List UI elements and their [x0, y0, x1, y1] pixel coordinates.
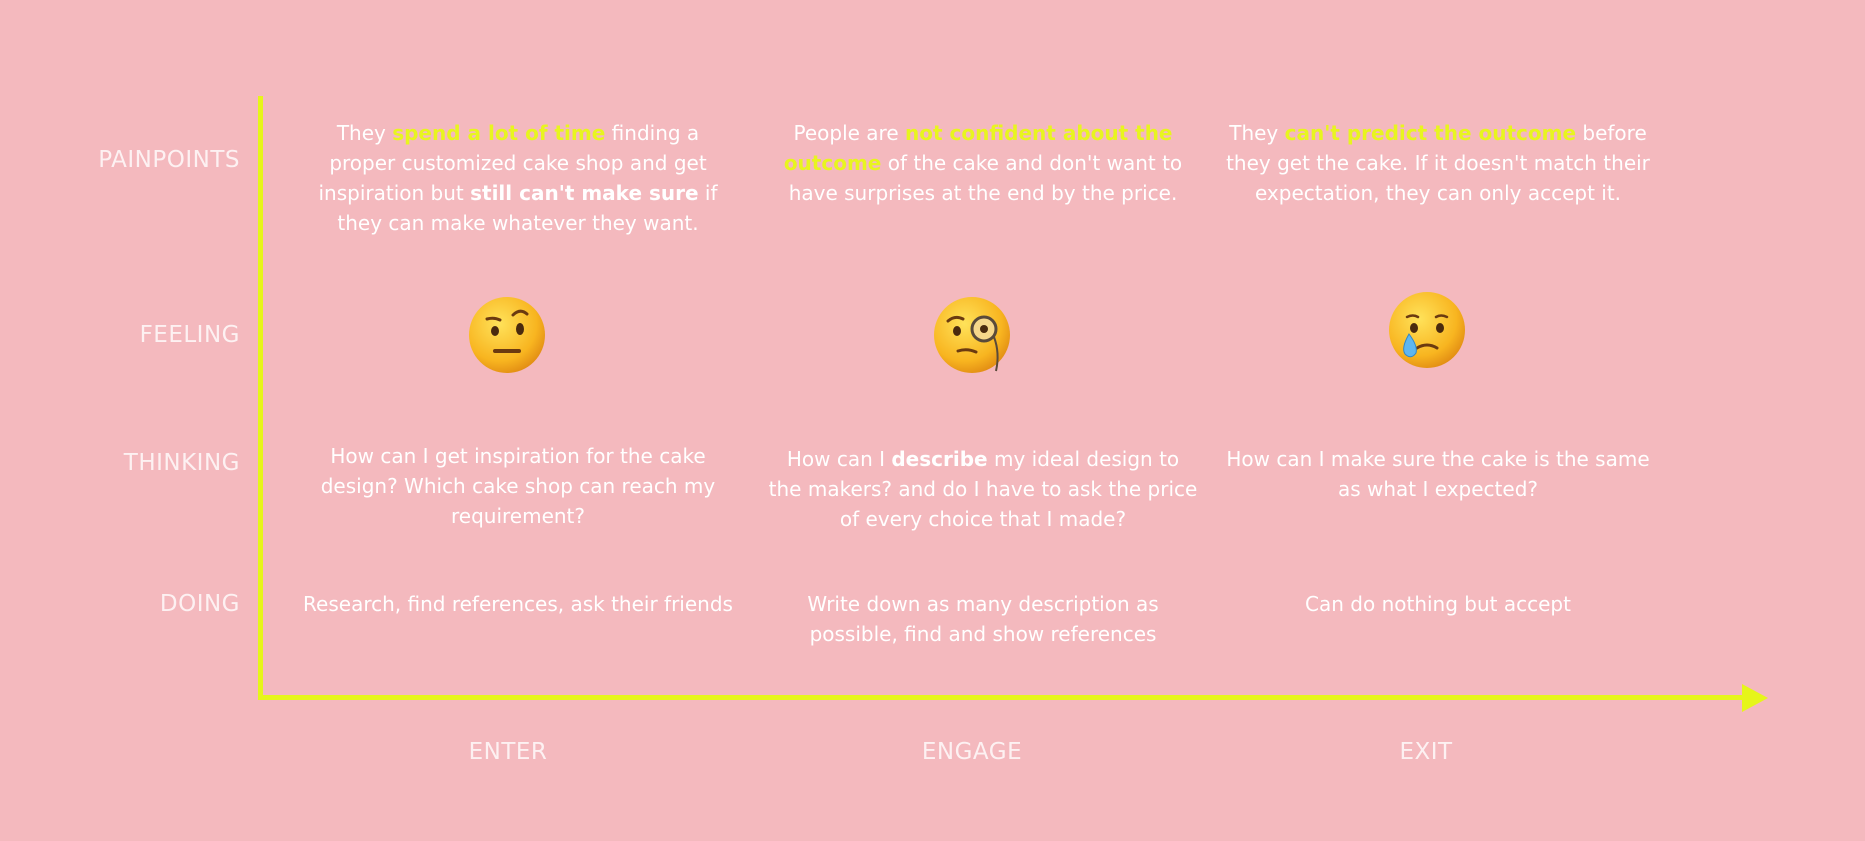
feeling-enter	[467, 295, 547, 375]
thinking-exit: How can I make sure the cake is the same…	[1223, 444, 1653, 504]
thinking-exit-text: How can I make sure the cake is the same…	[1226, 447, 1650, 501]
feeling-exit	[1387, 290, 1467, 370]
monocle-face-icon	[934, 297, 1010, 373]
painpoint-exit: They can't predict the outcome before th…	[1223, 118, 1653, 208]
painpoint-enter-text-3: if they can make whatever they want.	[337, 181, 718, 235]
doing-enter-text: Research, find references, ask their fri…	[303, 592, 733, 616]
painpoint-exit-highlight: can't predict the outcome	[1284, 121, 1577, 145]
doing-enter: Research, find references, ask their fri…	[303, 589, 733, 619]
stage-label-exit: EXIT	[1399, 739, 1453, 765]
vertical-axis	[258, 96, 263, 700]
painpoint-enter-bold: still can't make sure	[470, 181, 699, 205]
feeling-engage	[932, 295, 1012, 375]
doing-engage-text: Write down as many description as possib…	[807, 592, 1159, 646]
row-label-thinking: THINKING	[123, 450, 240, 476]
thinking-engage: How can I describe my ideal design to th…	[768, 444, 1198, 534]
row-label-painpoints: PAINPOINTS	[98, 147, 240, 173]
painpoint-enter-text-2: finding a proper customized cake shop an…	[318, 121, 707, 205]
thinking-enter-text: How can I get inspiration for the cake d…	[320, 444, 716, 528]
doing-exit: Can do nothing but accept	[1223, 589, 1653, 619]
row-label-doing: DOING	[159, 591, 240, 617]
arrow-head-icon	[1742, 684, 1768, 712]
stage-label-engage: ENGAGE	[921, 739, 1023, 765]
thinking-engage-text-1: How can I	[786, 447, 892, 471]
doing-exit-text: Can do nothing but accept	[1305, 592, 1571, 616]
stage-label-enter: ENTER	[468, 739, 548, 765]
thinking-enter: How can I get inspiration for the cake d…	[303, 441, 733, 531]
horizontal-axis	[258, 695, 1758, 700]
crying-face-icon	[1389, 292, 1465, 368]
painpoint-exit-text-2: before they get the cake. If it doesn't …	[1226, 121, 1650, 205]
painpoint-engage-text-2: of the cake and don't want to have surpr…	[788, 151, 1183, 205]
painpoint-engage-text-1: People are	[793, 121, 906, 145]
thinking-engage-text-2: my ideal design to the makers? and do I …	[768, 447, 1198, 531]
thinking-engage-bold: describe	[891, 447, 988, 471]
painpoint-exit-text-1: They	[1229, 121, 1285, 145]
painpoint-enter-text-1: They	[336, 121, 393, 145]
raised-eyebrow-face-icon	[469, 297, 545, 373]
painpoint-enter-highlight: spend a lot of time	[392, 121, 606, 145]
painpoint-engage: People are not confident about the outco…	[768, 118, 1198, 208]
painpoint-enter: They spend a lot of time finding a prope…	[303, 118, 733, 238]
doing-engage: Write down as many description as possib…	[768, 589, 1198, 649]
painpoint-engage-highlight: not confident about the outcome	[783, 121, 1173, 175]
row-label-feeling: FEELING	[139, 322, 240, 348]
